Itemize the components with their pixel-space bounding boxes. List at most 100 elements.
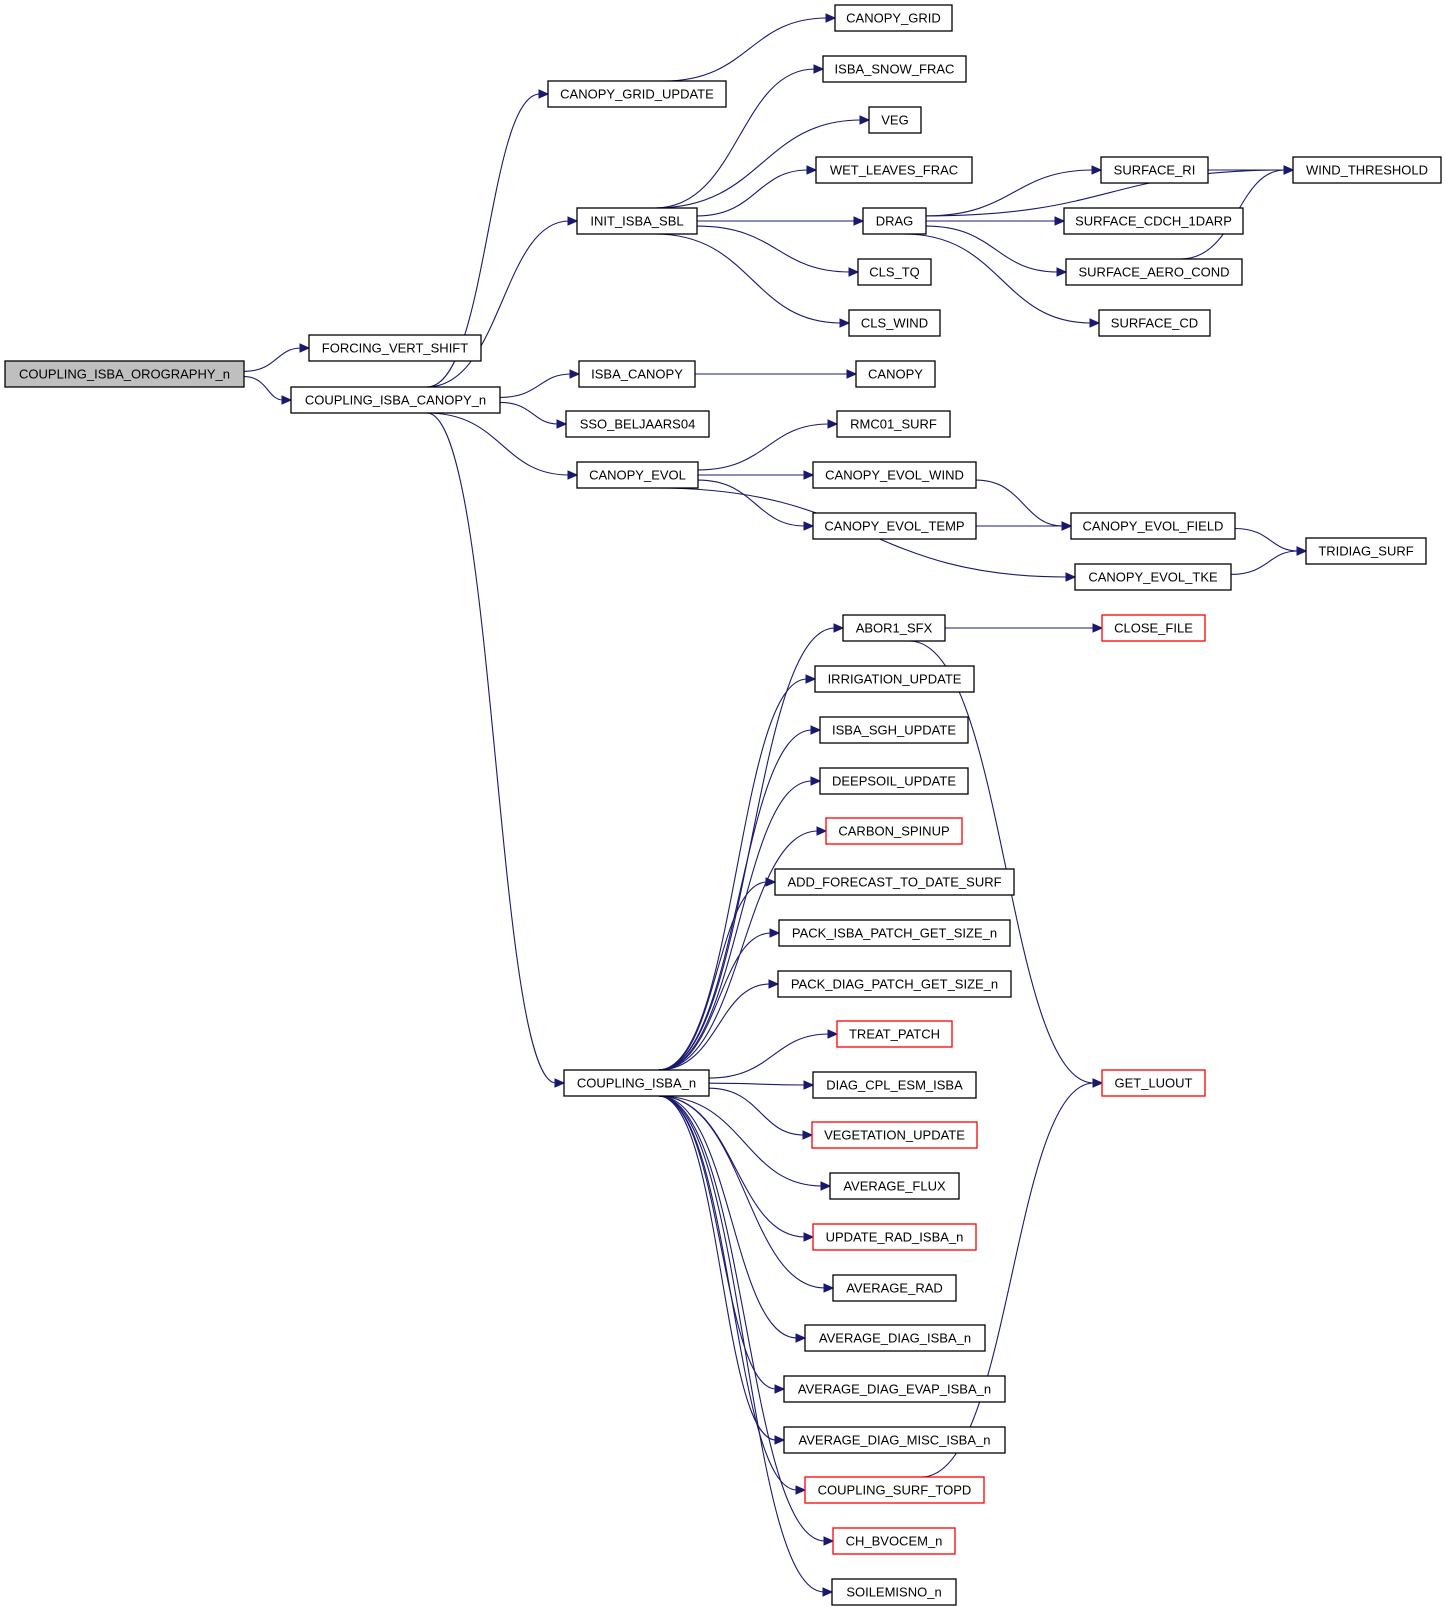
node-box[interactable] [565,410,710,438]
node-canopy-evol-wind[interactable]: CANOPY_EVOL_WIND [812,461,977,489]
node-wind-threshold[interactable]: WIND_THRESHOLD [1292,156,1442,184]
node-canopy-evol[interactable]: CANOPY_EVOL [576,461,699,489]
node-canopy-evol-tke[interactable]: CANOPY_EVOL_TKE [1074,563,1232,591]
node-box[interactable] [831,1578,957,1606]
node-canopy-grid[interactable]: CANOPY_GRID [834,4,953,32]
node-box[interactable] [290,386,501,414]
node-pack-isba-patch-get-size-n[interactable]: PACK_ISBA_PATCH_GET_SIZE_n [778,919,1011,947]
node-box[interactable] [578,360,696,388]
node-box[interactable] [1100,156,1209,184]
node-box[interactable] [1101,1069,1206,1097]
node-get-luout[interactable]: GET_LUOUT [1101,1069,1206,1097]
node-coupling-isba-n[interactable]: COUPLING_ISBA_n [563,1069,710,1097]
node-average-diag-misc-isba-n[interactable]: AVERAGE_DIAG_MISC_ISBA_n [783,1426,1006,1454]
node-box[interactable] [308,334,482,362]
node-box[interactable] [822,55,967,83]
node-box[interactable] [4,360,245,388]
node-box[interactable] [842,614,946,642]
node-cls-wind[interactable]: CLS_WIND [848,309,941,337]
node-forcing-vert-shift[interactable]: FORCING_VERT_SHIFT [308,334,482,362]
node-box[interactable] [1065,258,1243,286]
node-box[interactable] [563,1069,710,1097]
node-rmc01-surf[interactable]: RMC01_SURF [836,410,951,438]
node-box[interactable] [777,970,1012,998]
node-canopy-grid-update[interactable]: CANOPY_GRID_UPDATE [547,80,727,108]
node-isba-canopy[interactable]: ISBA_CANOPY [578,360,696,388]
node-close-file[interactable]: CLOSE_FILE [1101,614,1206,642]
node-box[interactable] [783,1375,1006,1403]
node-wet-leaves-frac[interactable]: WET_LEAVES_FRAC [815,156,973,184]
node-box[interactable] [819,716,969,744]
node-canopy-evol-temp[interactable]: CANOPY_EVOL_TEMP [812,512,977,540]
node-average-rad[interactable]: AVERAGE_RAD [832,1274,957,1302]
node-box[interactable] [576,461,699,489]
node-box[interactable] [829,1172,960,1200]
node-box[interactable] [834,4,953,32]
node-box[interactable] [1074,563,1232,591]
node-box[interactable] [1063,207,1244,235]
node-box[interactable] [855,360,936,388]
node-treat-patch[interactable]: TREAT_PATCH [836,1020,953,1048]
node-vegetation-update[interactable]: VEGETATION_UPDATE [811,1121,978,1149]
node-box[interactable] [812,1223,977,1251]
node-box[interactable] [547,80,727,108]
node-box[interactable] [1305,537,1427,565]
node-irrigation-update[interactable]: IRRIGATION_UPDATE [814,665,975,693]
node-isba-sgh-update[interactable]: ISBA_SGH_UPDATE [819,716,969,744]
node-box[interactable] [814,665,975,693]
node-box[interactable] [862,207,927,235]
node-cls-tq[interactable]: CLS_TQ [857,258,932,286]
node-box[interactable] [857,258,932,286]
node-box[interactable] [774,868,1015,896]
node-carbon-spinup[interactable]: CARBON_SPINUP [825,817,963,845]
node-box[interactable] [778,919,1011,947]
node-add-forecast-to-date-surf[interactable]: ADD_FORECAST_TO_DATE_SURF [774,868,1015,896]
node-box[interactable] [815,156,973,184]
node-box[interactable] [868,106,922,134]
node-canopy-evol-field[interactable]: CANOPY_EVOL_FIELD [1070,512,1236,540]
node-update-rad-isba-n[interactable]: UPDATE_RAD_ISBA_n [812,1223,977,1251]
node-box[interactable] [804,1324,986,1352]
node-diag-cpl-esm-isba[interactable]: DIAG_CPL_ESM_ISBA [812,1071,977,1099]
node-surface-cd[interactable]: SURFACE_CD [1098,309,1211,337]
node-box[interactable] [1070,512,1236,540]
node-coupling-surf-topd[interactable]: COUPLING_SURF_TOPD [804,1476,985,1504]
node-surface-ri[interactable]: SURFACE_RI [1100,156,1209,184]
node-box[interactable] [811,1121,978,1149]
node-box[interactable] [836,1020,953,1048]
node-ch-bvocem-n[interactable]: CH_BVOCEM_n [832,1527,956,1555]
node-box[interactable] [1292,156,1442,184]
node-isba-snow-frac[interactable]: ISBA_SNOW_FRAC [822,55,967,83]
node-average-flux[interactable]: AVERAGE_FLUX [829,1172,960,1200]
node-box[interactable] [576,207,698,235]
node-box[interactable] [783,1426,1006,1454]
node-box[interactable] [825,817,963,845]
node-box[interactable] [836,410,951,438]
node-average-diag-evap-isba-n[interactable]: AVERAGE_DIAG_EVAP_ISBA_n [783,1375,1006,1403]
node-deepsoil-update[interactable]: DEEPSOIL_UPDATE [819,767,969,795]
node-box[interactable] [812,461,977,489]
node-surface-aero-cond[interactable]: SURFACE_AERO_COND [1065,258,1243,286]
node-box[interactable] [812,512,977,540]
node-canopy[interactable]: CANOPY [855,360,936,388]
node-average-diag-isba-n[interactable]: AVERAGE_DIAG_ISBA_n [804,1324,986,1352]
node-box[interactable] [832,1274,957,1302]
node-box[interactable] [819,767,969,795]
node-box[interactable] [804,1476,985,1504]
node-box[interactable] [1101,614,1206,642]
node-veg[interactable]: VEG [868,106,922,134]
node-box[interactable] [832,1527,956,1555]
node-surface-cdch-1darp[interactable]: SURFACE_CDCH_1DARP [1063,207,1244,235]
node-box[interactable] [812,1071,977,1099]
node-soilemisno-n[interactable]: SOILEMISNO_n [831,1578,957,1606]
node-abor1-sfx[interactable]: ABOR1_SFX [842,614,946,642]
node-drag[interactable]: DRAG [862,207,927,235]
node-init-isba-sbl[interactable]: INIT_ISBA_SBL [576,207,698,235]
node-coupling-isba-orography-n[interactable]: COUPLING_ISBA_OROGRAPHY_n [4,360,245,388]
node-tridiag-surf[interactable]: TRIDIAG_SURF [1305,537,1427,565]
node-sso-beljaars04[interactable]: SSO_BELJAARS04 [565,410,710,438]
node-box[interactable] [848,309,941,337]
node-pack-diag-patch-get-size-n[interactable]: PACK_DIAG_PATCH_GET_SIZE_n [777,970,1012,998]
node-box[interactable] [1098,309,1211,337]
node-coupling-isba-canopy-n[interactable]: COUPLING_ISBA_CANOPY_n [290,386,501,414]
